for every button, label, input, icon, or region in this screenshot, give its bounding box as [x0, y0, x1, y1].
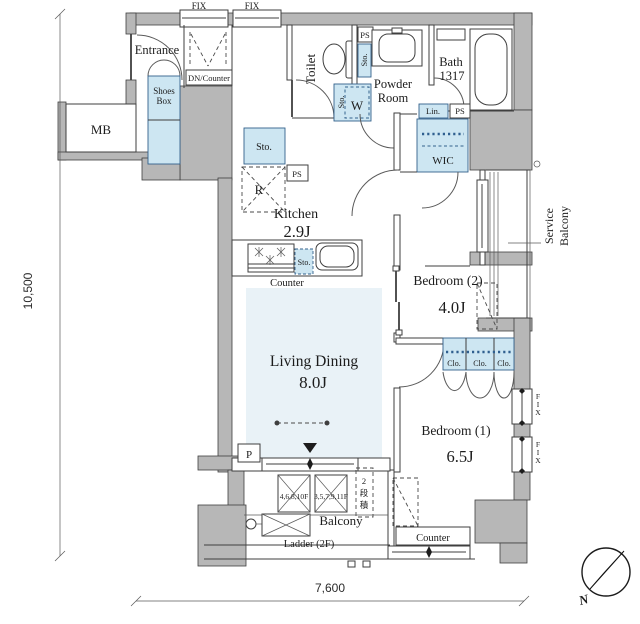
pipe-label: P — [246, 449, 252, 461]
dimension-lines — [54, 8, 530, 607]
living-dining-label: Living Dining — [270, 353, 359, 370]
bedroom1-counter-label: Counter — [416, 533, 450, 544]
compass — [581, 547, 631, 597]
window-marker — [426, 546, 432, 558]
fix-top-label-2: FIX — [245, 1, 260, 11]
bedroom1-area — [387, 477, 471, 560]
ladder-hatch-hinge — [245, 518, 257, 530]
north-needle — [589, 550, 625, 590]
hall-doors — [351, 112, 401, 217]
window-marker — [307, 458, 313, 470]
ac-floors-odd-label: 3,5,7,9,11F — [314, 492, 348, 501]
bedroom1-label: Bedroom (1) — [421, 423, 490, 438]
toilet-bowl — [322, 43, 346, 75]
living-dining-size-label: 8.0J — [299, 373, 327, 392]
wic-label: WIC — [432, 155, 453, 167]
bedroom2-size-label: 4.0J — [438, 298, 466, 317]
bedroom1-size-label: 6.5J — [446, 447, 474, 466]
compass-north-label: N — [576, 591, 591, 608]
fix-windows-right — [511, 388, 533, 474]
sink — [315, 242, 359, 271]
closet-strip — [442, 337, 515, 399]
sto-label-toilet: Sto. — [360, 54, 369, 67]
entrance-label: Entrance — [135, 43, 180, 57]
ladder-label: Ladder (2F) — [284, 539, 335, 550]
living-dining-floor — [246, 288, 382, 458]
sto-label-kitchen-upper: Sto. — [256, 142, 272, 153]
ps-label-wic: PS — [455, 106, 465, 116]
dimension-height-label: 10,500 — [21, 272, 35, 309]
closet-label-2: Clo. — [473, 359, 487, 368]
kitchen-area — [231, 127, 363, 277]
dn-counter-area — [185, 32, 233, 86]
wic-area — [400, 103, 471, 209]
living-dining-marks — [274, 420, 330, 453]
toilet-label: Toilet — [303, 54, 318, 85]
service-balcony-label-2: Balcony — [557, 206, 571, 246]
bedroom1-counter — [395, 526, 471, 546]
washer-storage-box — [333, 83, 372, 122]
dimension-width-label: 7,600 — [315, 581, 345, 595]
meter-box — [65, 103, 137, 153]
bedroom-partition — [387, 214, 470, 548]
washer-label: W — [351, 98, 364, 113]
closet-label-1: Clo. — [447, 359, 461, 368]
pipe-space — [237, 443, 261, 463]
bathtub — [469, 28, 513, 111]
mb-label: MB — [91, 122, 112, 137]
fix-top-label-1: FIX — [192, 1, 207, 11]
closet-label-3: Clo. — [497, 359, 511, 368]
kitchen-size-label: 2.9J — [283, 222, 311, 241]
dn-counter-label: DN/Counter — [188, 73, 230, 83]
burners — [254, 247, 286, 265]
kitchen-counter-label: Counter — [270, 278, 304, 289]
fridge-label: R — [255, 182, 264, 197]
lin-label: Lin. — [426, 106, 440, 116]
bedroom2-area — [476, 282, 498, 330]
ps-label-kitchen: PS — [292, 169, 302, 179]
balcony-area — [204, 467, 475, 568]
ac-floors-even-label: 4,6,8,10F — [280, 492, 309, 501]
entry-arrow — [303, 443, 317, 453]
entrance-area — [130, 25, 233, 165]
sto-label-washer: Sto. — [337, 96, 346, 109]
service-balcony — [476, 160, 541, 319]
balcony-label: Balcony — [319, 513, 363, 528]
sto-label-kitchen-counter: Sto. — [298, 258, 311, 267]
bedroom2-label: Bedroom (2) — [413, 273, 482, 288]
fix-windows-top — [179, 9, 282, 28]
kitchen-label: Kitchen — [274, 207, 318, 222]
ps-label-toilet: PS — [360, 30, 370, 40]
corner-marker — [533, 160, 541, 168]
service-balcony-label: Service — [542, 208, 556, 244]
toilet-room — [286, 24, 374, 119]
powder-room — [359, 27, 423, 149]
